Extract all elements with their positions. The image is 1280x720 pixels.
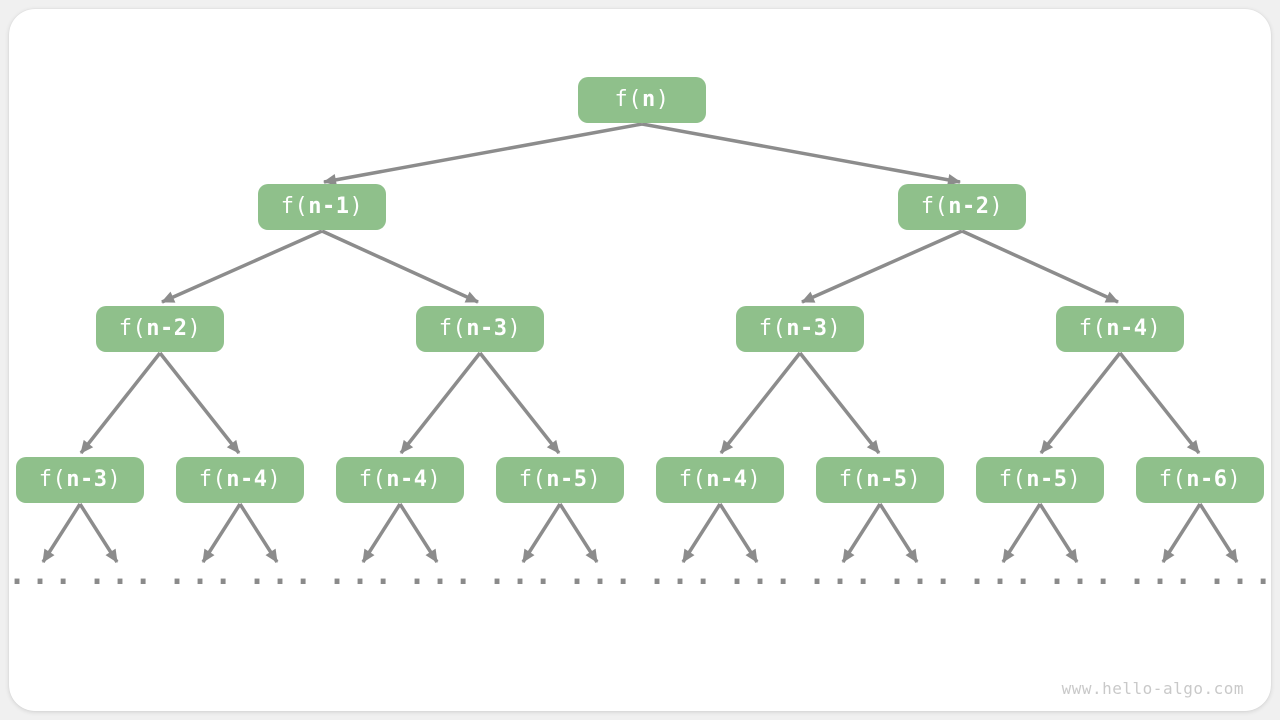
node-label-arg: n-1 bbox=[308, 194, 350, 219]
tree-node-l3-1: f(n-3) bbox=[416, 306, 544, 352]
node-label-suffix: ) bbox=[587, 467, 602, 492]
ellipsis: ... bbox=[888, 557, 958, 592]
node-label-arg: n-4 bbox=[386, 467, 428, 492]
node-label-suffix: ) bbox=[907, 467, 922, 492]
tree-node-l4-5: f(n-5) bbox=[816, 457, 944, 503]
ellipsis: ... bbox=[408, 557, 478, 592]
node-label-suffix: ) bbox=[267, 467, 282, 492]
tree-node-l4-3: f(n-5) bbox=[496, 457, 624, 503]
tree-node-l4-1: f(n-4) bbox=[176, 457, 304, 503]
ellipsis: ... bbox=[88, 557, 158, 592]
node-label-prefix: f( bbox=[920, 194, 949, 219]
tree-node-l4-4: f(n-4) bbox=[656, 457, 784, 503]
node-label-prefix: f( bbox=[614, 87, 642, 112]
tree-node-l3-3: f(n-4) bbox=[1056, 306, 1184, 352]
node-label-arg: n-6 bbox=[1186, 467, 1228, 492]
tree-node-l3-0: f(n-2) bbox=[96, 306, 224, 352]
node-label-prefix: f( bbox=[198, 467, 227, 492]
node-label-suffix: ) bbox=[349, 194, 364, 219]
ellipsis: ... bbox=[1128, 557, 1198, 592]
node-label-prefix: f( bbox=[838, 467, 867, 492]
ellipsis: ... bbox=[808, 557, 878, 592]
node-label-arg: n-4 bbox=[226, 467, 268, 492]
ellipsis: ... bbox=[328, 557, 398, 592]
node-label-arg: n-5 bbox=[866, 467, 908, 492]
node-label-suffix: ) bbox=[1067, 467, 1082, 492]
node-label-prefix: f( bbox=[678, 467, 707, 492]
ellipsis: ... bbox=[248, 557, 318, 592]
node-label-suffix: ) bbox=[1227, 467, 1242, 492]
node-label-arg: n-5 bbox=[546, 467, 588, 492]
node-label-prefix: f( bbox=[518, 467, 547, 492]
ellipsis: ... bbox=[648, 557, 718, 592]
node-label-arg: n-4 bbox=[706, 467, 748, 492]
node-label-arg: n-2 bbox=[146, 316, 188, 341]
node-label-suffix: ) bbox=[187, 316, 202, 341]
node-label-arg: n-4 bbox=[1106, 316, 1148, 341]
tree-node-l4-6: f(n-5) bbox=[976, 457, 1104, 503]
node-label-arg: n-3 bbox=[786, 316, 828, 341]
ellipsis: ... bbox=[728, 557, 798, 592]
node-label-suffix: ) bbox=[989, 194, 1004, 219]
node-label-prefix: f( bbox=[438, 316, 467, 341]
node-label-suffix: ) bbox=[507, 316, 522, 341]
node-label-arg: n-2 bbox=[948, 194, 990, 219]
node-label-prefix: f( bbox=[38, 467, 67, 492]
node-label-suffix: ) bbox=[1147, 316, 1162, 341]
ellipsis: ... bbox=[488, 557, 558, 592]
watermark: www.hello-algo.com bbox=[1061, 679, 1244, 698]
tree-node-l3-2: f(n-3) bbox=[736, 306, 864, 352]
ellipsis: ... bbox=[168, 557, 238, 592]
node-label-prefix: f( bbox=[1158, 467, 1187, 492]
ellipsis: ... bbox=[8, 557, 78, 592]
node-label-prefix: f( bbox=[1078, 316, 1107, 341]
node-label-suffix: ) bbox=[427, 467, 442, 492]
node-label-prefix: f( bbox=[758, 316, 787, 341]
tree-node-l4-0: f(n-3) bbox=[16, 457, 144, 503]
node-label-suffix: ) bbox=[827, 316, 842, 341]
tree-node-l2-0: f(n-1) bbox=[258, 184, 386, 230]
node-label-prefix: f( bbox=[998, 467, 1027, 492]
ellipsis: ... bbox=[568, 557, 638, 592]
node-label-arg: n-3 bbox=[66, 467, 108, 492]
node-label-prefix: f( bbox=[358, 467, 387, 492]
node-label-prefix: f( bbox=[280, 194, 309, 219]
node-label-arg: n-5 bbox=[1026, 467, 1068, 492]
node-label-suffix: ) bbox=[107, 467, 122, 492]
node-label-suffix: ) bbox=[747, 467, 762, 492]
ellipsis: ... bbox=[1048, 557, 1118, 592]
node-label-suffix: ) bbox=[655, 87, 670, 112]
tree-node-root: f(n) bbox=[578, 77, 706, 123]
tree-node-l4-7: f(n-6) bbox=[1136, 457, 1264, 503]
ellipsis: ... bbox=[968, 557, 1038, 592]
node-label-prefix: f( bbox=[118, 316, 147, 341]
node-label-arg: n-3 bbox=[466, 316, 508, 341]
ellipsis: ... bbox=[1208, 557, 1278, 592]
tree-node-l4-2: f(n-4) bbox=[336, 457, 464, 503]
tree-node-l2-1: f(n-2) bbox=[898, 184, 1026, 230]
node-label-arg: n bbox=[642, 87, 656, 112]
